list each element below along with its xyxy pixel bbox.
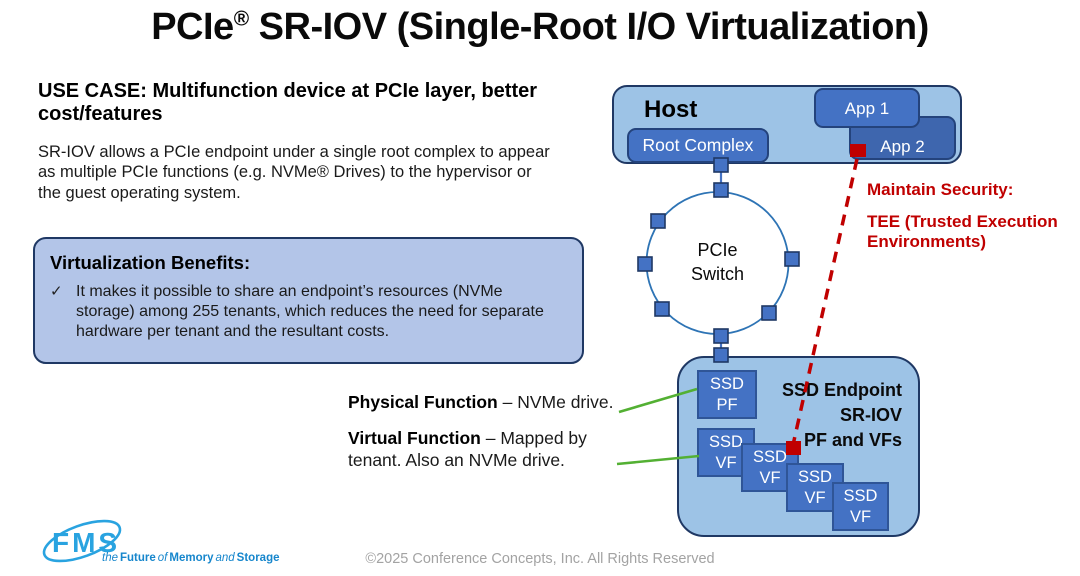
ssd-pf-box: SSD PF bbox=[697, 370, 757, 419]
checkmark-icon: ✓ bbox=[50, 283, 63, 300]
virtual-function-term: Virtual Function bbox=[348, 428, 481, 448]
switch-right-port-square bbox=[784, 251, 800, 267]
switch-upper-left-port-square bbox=[650, 213, 666, 229]
fms-logo-wordmark: FMS bbox=[52, 527, 120, 558]
page-title: PCIe® SR-IOV (Single-Root I/O Virtualiza… bbox=[0, 6, 1080, 49]
switch-left-port-square bbox=[637, 256, 653, 272]
tagline-storage: Storage bbox=[236, 552, 280, 564]
physical-function-desc: – NVMe drive. bbox=[497, 392, 614, 412]
ssd-pf-line2: PF bbox=[716, 395, 738, 414]
title-text-rest: SR-IOV (Single-Root I/O Virtualization) bbox=[248, 6, 930, 48]
root-complex-box: Root Complex bbox=[627, 128, 769, 163]
footer-copyright: ©2025 Conference Concepts, Inc. All Righ… bbox=[365, 551, 715, 567]
registered-mark: ® bbox=[233, 7, 249, 31]
physical-function-label: Physical Function – NVMe drive. bbox=[348, 392, 658, 414]
switch-label-line1: PCIe bbox=[697, 240, 738, 260]
endpoint-title-line1: SSD Endpoint bbox=[782, 380, 902, 400]
tagline-memory: Memory bbox=[169, 552, 214, 564]
ssd-endpoint-box: SSD PF SSD VF SSD VF SSD VF SSD VF SSD E… bbox=[677, 356, 920, 537]
tagline-and: and bbox=[215, 552, 235, 564]
security-note: Maintain Security: TEE (Trusted Executio… bbox=[867, 180, 1063, 252]
benefit-item: ✓ It makes it possible to share an endpo… bbox=[50, 282, 568, 341]
virtual-function-label: Virtual Function – Mapped by tenant. Als… bbox=[348, 428, 610, 472]
use-case-heading: USE CASE: Multifunction device at PCIe l… bbox=[38, 80, 538, 126]
host-label: Host bbox=[644, 96, 698, 123]
tagline-the: the bbox=[102, 552, 118, 564]
ssd-pf-line1: SSD bbox=[710, 374, 744, 393]
virtual-function-desc: – Mapped by tenant. Also an NVMe drive. bbox=[348, 428, 587, 470]
endpoint-title-line3: PF and VFs bbox=[803, 430, 902, 450]
ssd-vf-line2: VF bbox=[804, 488, 826, 507]
switch-lower-left-port-square bbox=[654, 301, 670, 317]
virtualization-benefits-box: Virtualization Benefits: ✓ It makes it p… bbox=[33, 237, 584, 364]
benefit-text: It makes it possible to share an endpoin… bbox=[76, 283, 544, 340]
benefits-heading: Virtualization Benefits: bbox=[50, 252, 251, 273]
app1-box: App 1 bbox=[814, 88, 920, 128]
host-box: Host Root Complex App 2 App 1 bbox=[612, 85, 962, 164]
ssd-vf-box-4: SSD VF bbox=[832, 482, 889, 531]
pcie-switch-label: PCIe Switch bbox=[681, 238, 754, 286]
physical-function-term: Physical Function bbox=[348, 392, 498, 412]
security-line2: TEE (Trusted Execution Environments) bbox=[867, 212, 1058, 252]
ssd-vf-line2: VF bbox=[759, 468, 781, 487]
security-line1: Maintain Security: bbox=[867, 180, 1014, 199]
ssd-vf-line1: SSD bbox=[753, 447, 787, 466]
tagline-of: of bbox=[157, 552, 168, 564]
use-case-body: SR-IOV allows a PCIe endpoint under a si… bbox=[38, 143, 550, 202]
fms-logo: FMS bbox=[42, 519, 122, 563]
endpoint-title: SSD Endpoint SR-IOV PF and VFs bbox=[752, 378, 902, 453]
ssd-vf-line2: VF bbox=[715, 453, 737, 472]
ssd-vf-line1: SSD bbox=[843, 486, 878, 505]
switch-lower-right-port-square bbox=[761, 305, 777, 321]
fms-logo-swoosh bbox=[42, 519, 122, 563]
ssd-vf-line1: SSD bbox=[798, 467, 832, 486]
ssd-vf-line1: SSD bbox=[709, 432, 743, 451]
switch-bottom-port-square bbox=[713, 328, 729, 344]
title-text: PCIe bbox=[151, 6, 234, 48]
switch-top-port-square bbox=[713, 182, 729, 198]
switch-label-line2: Switch bbox=[690, 264, 744, 284]
ssd-vf-line2: VF bbox=[849, 507, 872, 526]
endpoint-title-line2: SR-IOV bbox=[839, 405, 902, 425]
tagline-future: Future bbox=[120, 552, 156, 564]
